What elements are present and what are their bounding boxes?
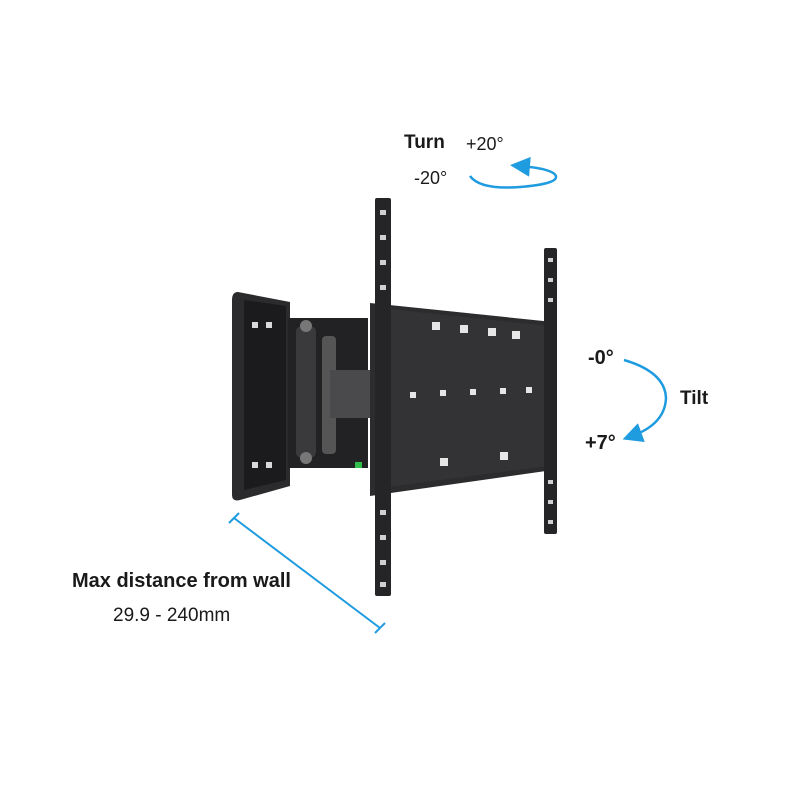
distance-dimension-line: [228, 512, 386, 634]
tilt-zero-angle: -0°: [588, 347, 614, 369]
tv-mounting-plate: [370, 303, 553, 496]
tilt-plus-angle: +7°: [585, 432, 616, 454]
turn-arrow: [468, 156, 558, 189]
tilt-arrow: [622, 358, 668, 442]
turn-label: Turn: [404, 132, 445, 153]
turn-plus-angle: +20°: [466, 134, 504, 154]
vertical-rail-left: [375, 198, 391, 596]
distance-value: 29.9 - 240mm: [113, 605, 231, 626]
tilt-label: Tilt: [680, 388, 709, 409]
vertical-rail-right: [544, 248, 557, 534]
swing-arm: [288, 318, 370, 468]
distance-title: Max distance from wall: [72, 570, 291, 592]
turn-minus-angle: -20°: [414, 168, 448, 188]
wall-plate: [232, 292, 290, 501]
